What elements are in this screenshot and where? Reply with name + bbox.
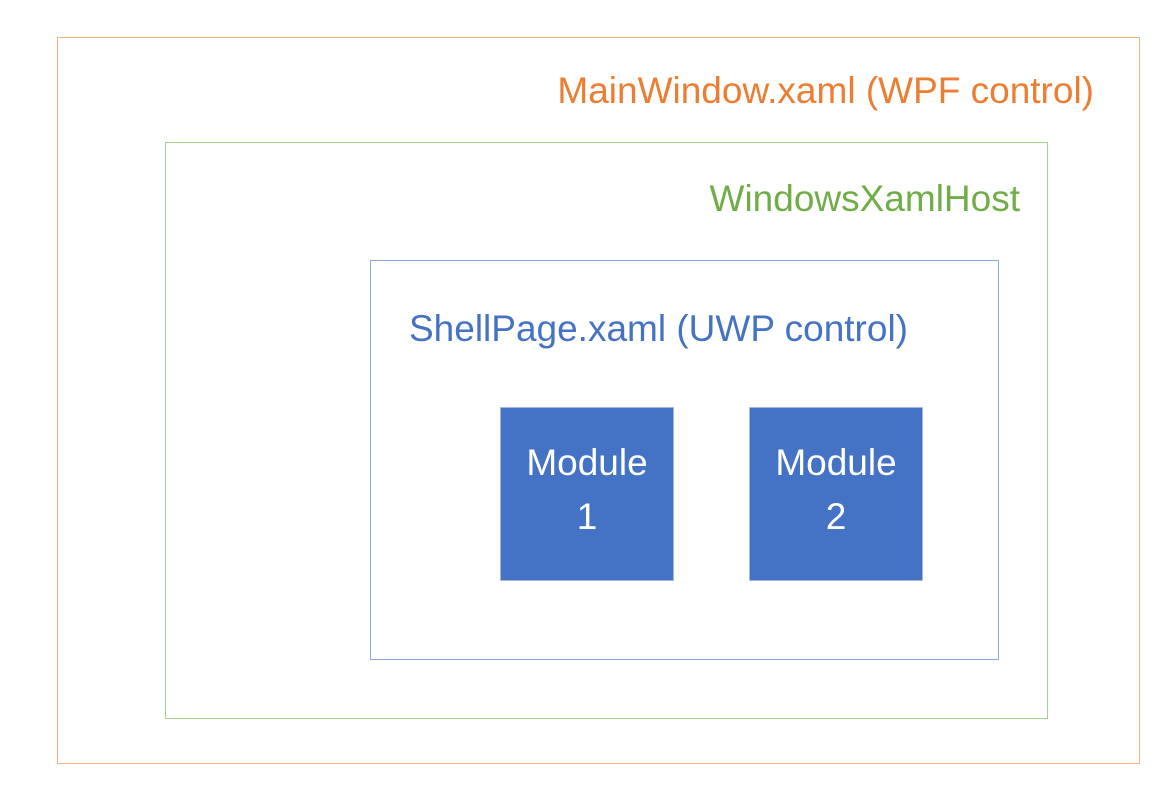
windowsxamlhost-box [165,142,1048,719]
module-2-box: Module 2 [749,407,923,581]
shellpage-uwp-box [370,260,999,660]
module-2-label-line1: Module [775,442,897,483]
mainwindow-label: MainWindow.xaml (WPF control) [557,70,1094,111]
windowsxamlhost-label: WindowsXamlHost [709,178,1020,219]
module-1-label-line1: Module [526,442,648,483]
module-2-label-line2: 2 [825,496,847,537]
module-1-box: Module 1 [500,407,674,581]
shellpage-label: ShellPage.xaml (UWP control) [409,308,908,349]
mainwindow-wpf-box [57,37,1140,764]
module-1-label-line2: 1 [576,496,598,537]
